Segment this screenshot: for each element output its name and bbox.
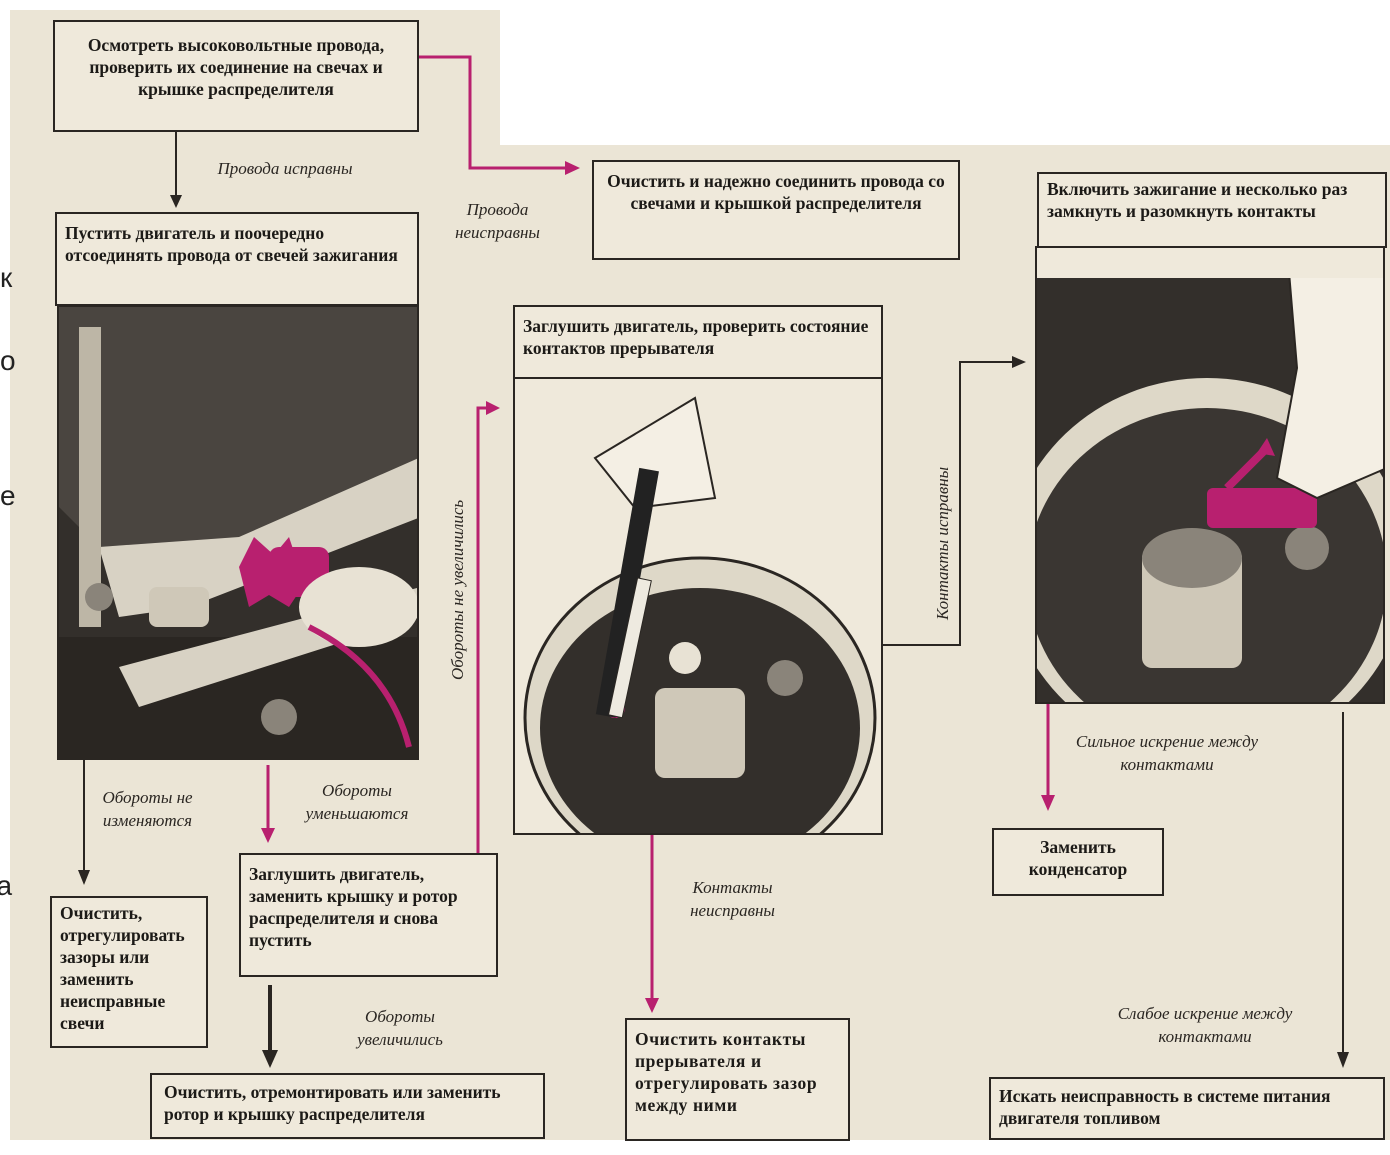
arrowhead-contacts-ok xyxy=(1012,356,1026,368)
label-contacts-faulty: Контакты неисправны xyxy=(665,876,800,922)
arrow-rpm-not-increased xyxy=(478,408,490,855)
box-repair-rotor-cap: Очистить, отремонтировать или заменить р… xyxy=(150,1073,545,1139)
label-wires-ok: Провода исправны xyxy=(195,157,375,180)
box-replace-cap-rotor: Заглушить двигатель, заменить крышку и р… xyxy=(239,853,498,977)
arrowhead-weak-spark xyxy=(1337,1052,1349,1068)
box-search-fuel-system: Искать неисправность в системе питания д… xyxy=(989,1077,1385,1140)
box-stop-check-contacts: Заглушить двигатель, проверить состояние… xyxy=(513,305,883,379)
label-rpm-not-increased: Обороты не увеличились xyxy=(448,500,468,680)
label-rpm-unchanged: Обороты не изменяются xyxy=(90,786,205,832)
arrowhead-wires-ok xyxy=(170,195,182,208)
arrowhead-strong-spark xyxy=(1041,795,1055,811)
arrowhead-rpm-unchanged xyxy=(78,870,90,885)
arrowhead-wires-faulty xyxy=(565,161,580,175)
label-wires-faulty: Провода неисправны xyxy=(450,198,545,244)
box-replace-capacitor: Заменить конденсатор xyxy=(992,828,1164,896)
box-ignition-contacts: Включить зажигание и несколько раз замкн… xyxy=(1037,172,1387,248)
label-weak-spark: Слабое искрение между контактами xyxy=(1100,1002,1310,1048)
box-inspect-wires: Осмотреть высоковольтные провода, провер… xyxy=(53,20,419,132)
label-contacts-ok: Контакты исправны xyxy=(933,467,953,620)
arrowhead-rpm-increased xyxy=(262,1050,278,1068)
label-rpm-increased: Обороты увеличились xyxy=(325,1005,475,1051)
arrowhead-rpm-not-increased xyxy=(486,401,500,415)
arrow-wires-faulty xyxy=(419,57,570,168)
arrowhead-contacts-faulty xyxy=(645,998,659,1013)
label-rpm-decrease: Обороты уменьшаются xyxy=(282,779,432,825)
box-clean-adjust-plugs: Очистить, отрегулировать зазоры или заме… xyxy=(50,896,208,1048)
label-strong-spark: Сильное искрение между контактами xyxy=(1062,730,1272,776)
box-start-engine: Пустить двигатель и поочередно отсоединя… xyxy=(55,212,419,306)
box-clean-adjust-contacts: Очистить контакты прерывателя и отрегули… xyxy=(625,1018,850,1141)
arrowhead-rpm-decrease xyxy=(261,828,275,843)
box-clean-connect-wires: Очистить и надежно соединить провода со … xyxy=(592,160,960,260)
